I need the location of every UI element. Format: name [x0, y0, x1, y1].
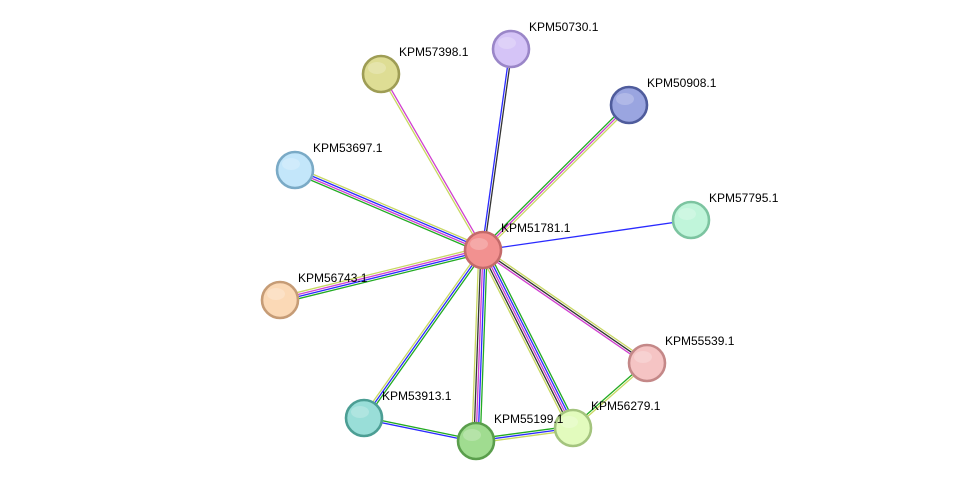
node-highlight: [560, 416, 578, 428]
node-circle[interactable]: [456, 421, 496, 461]
network-nodes: KPM51781.1 KPM50730.1KPM57398.1KPM50908.1…: [260, 20, 779, 461]
node-circle[interactable]: [260, 280, 300, 320]
edge-evidence-line: [481, 103, 628, 249]
edge-evidence-line: [483, 247, 649, 362]
edge-evidence-line: [361, 248, 482, 418]
edge-evidence-line: [482, 249, 574, 429]
node-circle[interactable]: [627, 343, 667, 383]
node-kpm50908-1[interactable]: KPM50908.1: [609, 76, 717, 125]
node-highlight: [351, 406, 369, 418]
edge-evidence-line: [484, 248, 576, 428]
edge-evidence-line: [295, 168, 484, 250]
node-label: KPM56279.1: [591, 399, 661, 413]
node-label: KPM53913.1: [382, 389, 452, 403]
node-label: KPM55199.1: [494, 412, 564, 426]
node-label: KPM55539.1: [665, 334, 735, 348]
node-label: KPM53697.1: [313, 141, 383, 155]
edge-evidence-line: [480, 250, 572, 430]
edge-evidence-line: [479, 250, 488, 442]
edge-evidence-line: [483, 49, 513, 251]
edge-evidence-line: [365, 250, 486, 420]
node-kpm53697-1[interactable]: KPM53697.1: [275, 141, 383, 190]
node-highlight: [368, 62, 386, 74]
edge-evidence-line: [279, 248, 483, 300]
edge-evidence-line: [478, 251, 570, 431]
node-label: KPM57398.1: [399, 45, 469, 59]
node-kpm57795-1[interactable]: KPM57795.1: [671, 191, 779, 240]
edge-evidence-line: [482, 219, 692, 251]
edge-evidence-line: [484, 106, 631, 252]
node-highlight: [463, 429, 481, 441]
edge-evidence-line: [471, 249, 480, 441]
node-circle[interactable]: [275, 150, 315, 190]
node-highlight: [634, 351, 652, 363]
edge-evidence-line: [481, 251, 647, 366]
node-kpm53913-1[interactable]: KPM53913.1: [344, 389, 452, 438]
edge-evidence-line: [477, 250, 486, 442]
node-kpm56279-1[interactable]: KPM56279.1: [553, 399, 661, 448]
edge-kpm51781-1-kpm55199-1[interactable]: [471, 249, 488, 442]
node-kpm55199-1[interactable]: KPM55199.1: [456, 412, 564, 461]
edge-evidence-line: [280, 252, 484, 304]
edge-evidence-line: [363, 249, 484, 419]
node-circle[interactable]: [491, 29, 531, 69]
edge-evidence-line: [279, 246, 483, 298]
node-circle[interactable]: [609, 85, 649, 125]
node-kpm51781-1[interactable]: KPM51781.1: [463, 221, 571, 270]
node-highlight: [470, 238, 488, 250]
node-label: KPM50730.1: [529, 20, 599, 34]
node-kpm55539-1[interactable]: KPM55539.1: [627, 334, 735, 383]
node-kpm57398-1[interactable]: KPM57398.1: [361, 45, 469, 94]
node-circle[interactable]: [344, 398, 384, 438]
edge-kpm51781-1-kpm57398-1[interactable]: [379, 73, 485, 251]
edge-kpm51781-1-kpm55539-1[interactable]: [481, 247, 649, 366]
edge-evidence-line: [379, 74, 483, 251]
edge-evidence-line: [482, 104, 630, 251]
edge-evidence-line: [293, 172, 483, 254]
node-kpm50730-1[interactable]: KPM50730.1: [491, 20, 599, 69]
edge-evidence-line: [475, 249, 484, 442]
node-label: KPM50908.1: [647, 76, 717, 90]
node-kpm56743-1[interactable]: KPM56743.1: [260, 271, 368, 320]
edge-kpm51781-1-kpm56279-1[interactable]: [478, 247, 578, 431]
edge-evidence-line: [473, 249, 482, 441]
node-circle[interactable]: [553, 408, 593, 448]
node-highlight: [282, 158, 300, 170]
edge-evidence-line: [280, 250, 484, 302]
edge-evidence-line: [486, 247, 578, 427]
edge-kpm51781-1-kpm57795-1[interactable]: [482, 219, 692, 251]
edge-evidence-line: [295, 166, 485, 248]
node-highlight: [678, 208, 696, 220]
node-label: KPM57795.1: [709, 191, 779, 205]
edge-kpm51781-1-kpm50908-1[interactable]: [481, 103, 631, 252]
node-label: KPM56743.1: [298, 271, 368, 285]
edge-kpm51781-1-kpm56743-1[interactable]: [279, 246, 484, 304]
edge-evidence-line: [481, 48, 511, 250]
edge-kpm51781-1-kpm53697-1[interactable]: [293, 166, 485, 254]
edge-evidence-line: [294, 170, 483, 252]
node-highlight: [267, 288, 285, 300]
node-circle[interactable]: [671, 200, 711, 240]
node-highlight: [498, 37, 516, 49]
edge-evidence-line: [381, 73, 485, 250]
edge-kpm51781-1-kpm50730-1[interactable]: [481, 48, 513, 251]
node-label: KPM51781.1: [501, 221, 571, 235]
node-circle[interactable]: [463, 230, 503, 270]
edge-kpm51781-1-kpm53913-1[interactable]: [361, 248, 486, 420]
node-highlight: [616, 93, 634, 105]
edge-evidence-line: [482, 249, 648, 364]
node-circle[interactable]: [361, 54, 401, 94]
